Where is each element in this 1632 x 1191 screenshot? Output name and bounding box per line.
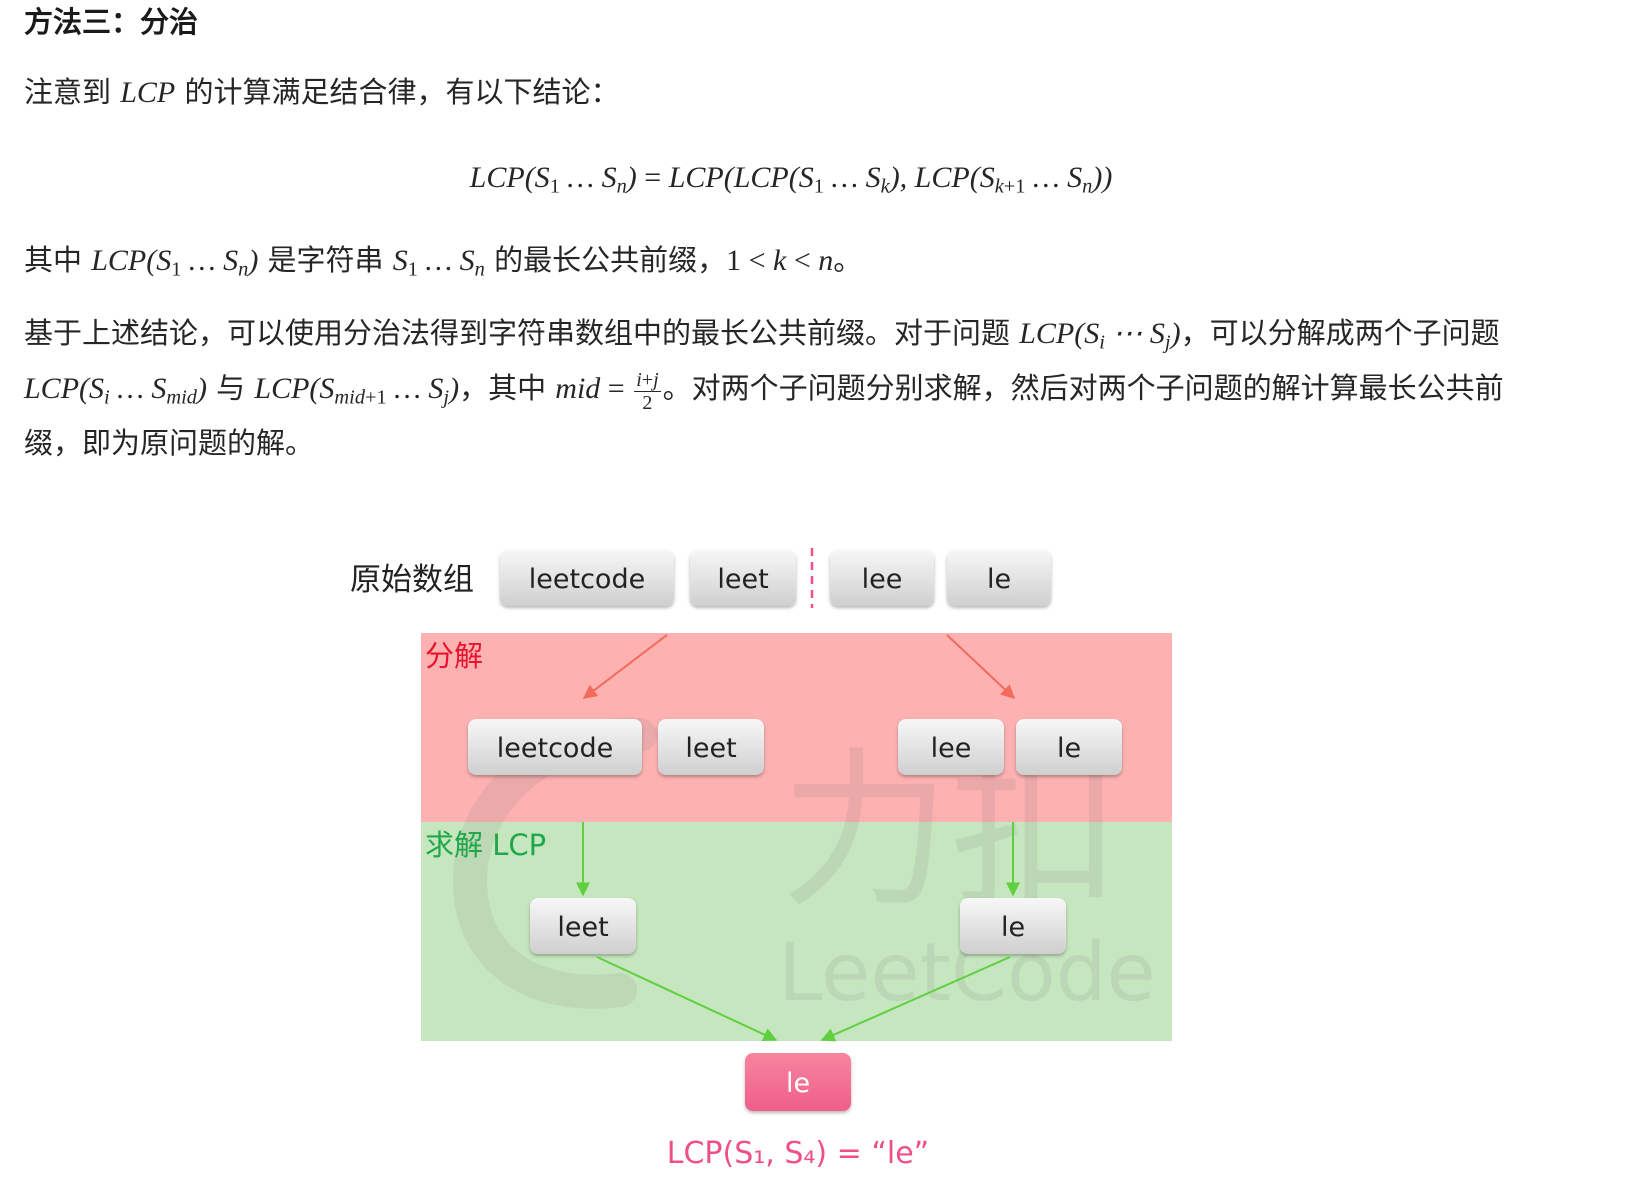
- result-caption: LCP(S₁, S₄) = “le”: [667, 1136, 929, 1171]
- original-word-lee: lee: [830, 550, 934, 606]
- body-text-3: 与: [206, 371, 255, 405]
- solve-word-leet: leet: [530, 898, 636, 954]
- final-word-text: le: [786, 1068, 810, 1099]
- intro-text-before: 注意到: [24, 75, 121, 109]
- split-arrow-right: [946, 634, 1016, 699]
- problem-expression: LCP(Si ⋯ Sj): [1019, 317, 1181, 354]
- merge-arrow-right: [820, 956, 1011, 1042]
- k-bound: 1 < k < n: [726, 244, 834, 277]
- split-word-leet: leet: [658, 719, 764, 775]
- where-text-1: 其中: [24, 243, 92, 277]
- lcp-term: LCP: [120, 76, 176, 109]
- word-text: leet: [557, 912, 608, 943]
- definition-paragraph: 其中 LCP(S1 … Sn) 是字符串 S1 … Sn 的最长公共前缀，1 <…: [24, 238, 862, 283]
- word-text: leetcode: [529, 564, 645, 595]
- where-text-4: 。: [833, 243, 863, 277]
- original-word-le: le: [947, 550, 1051, 606]
- split-word-leetcode: leetcode: [468, 719, 642, 775]
- word-text: le: [987, 564, 1011, 595]
- section-heading: 方法三：分治: [24, 5, 199, 39]
- left-subproblem: LCP(Si … Smid): [24, 372, 207, 409]
- body-text-1: 基于上述结论，可以使用分治法得到字符串数组中的最长公共前缀。对于问题: [24, 316, 1020, 350]
- string-range: S1 … Sn: [392, 244, 485, 281]
- where-text-2: 是字符串: [258, 243, 393, 277]
- right-subproblem: LCP(Smid+1 … Sj): [254, 372, 460, 409]
- where-text-3: 的最长公共前缀，: [484, 243, 727, 277]
- solve-phase-label: 求解 LCP: [425, 828, 546, 862]
- lcp-expression: LCP(S1 … Sn): [91, 244, 259, 281]
- split-phase-label: 分解: [425, 639, 483, 673]
- body-text-2: ，可以分解成两个子问题: [1180, 316, 1500, 350]
- word-text: lee: [931, 733, 972, 764]
- merge-arrow-left: [596, 956, 778, 1042]
- solve-word-le: le: [960, 898, 1066, 954]
- split-arrow-left: [582, 634, 668, 699]
- split-word-lee: lee: [898, 719, 1004, 775]
- word-text: le: [1001, 912, 1025, 943]
- word-text: leetcode: [497, 733, 613, 764]
- word-text: lee: [862, 564, 903, 595]
- original-word-leet: leet: [690, 550, 796, 606]
- formula-text: LCP(S1 … Sn) = LCP(LCP(S1 … Sk), LCP(Sk+…: [469, 161, 1113, 198]
- associativity-formula: LCP(S1 … Sn) = LCP(LCP(S1 … Sk), LCP(Sk+…: [0, 156, 1582, 200]
- word-text: le: [1057, 733, 1081, 764]
- body-text-5: 。对两个子问题分别求解，然后对两个子问题的解计算最长公共前缀，即为原问题的解。: [24, 371, 1504, 460]
- explanation-paragraph: 基于上述结论，可以使用分治法得到字符串数组中的最长公共前缀。对于问题 LCP(S…: [24, 306, 1544, 470]
- final-lcp-box: le: [745, 1053, 851, 1111]
- intro-text-after: 的计算满足结合律，有以下结论：: [175, 75, 620, 109]
- word-text: leet: [717, 564, 768, 595]
- original-array-label: 原始数组: [350, 562, 474, 598]
- word-text: leet: [685, 733, 736, 764]
- split-word-le: le: [1016, 719, 1122, 775]
- original-word-leetcode: leetcode: [500, 550, 674, 606]
- body-text-4: ，其中: [459, 371, 556, 405]
- intro-paragraph: 注意到 LCP 的计算满足结合律，有以下结论：: [24, 70, 619, 115]
